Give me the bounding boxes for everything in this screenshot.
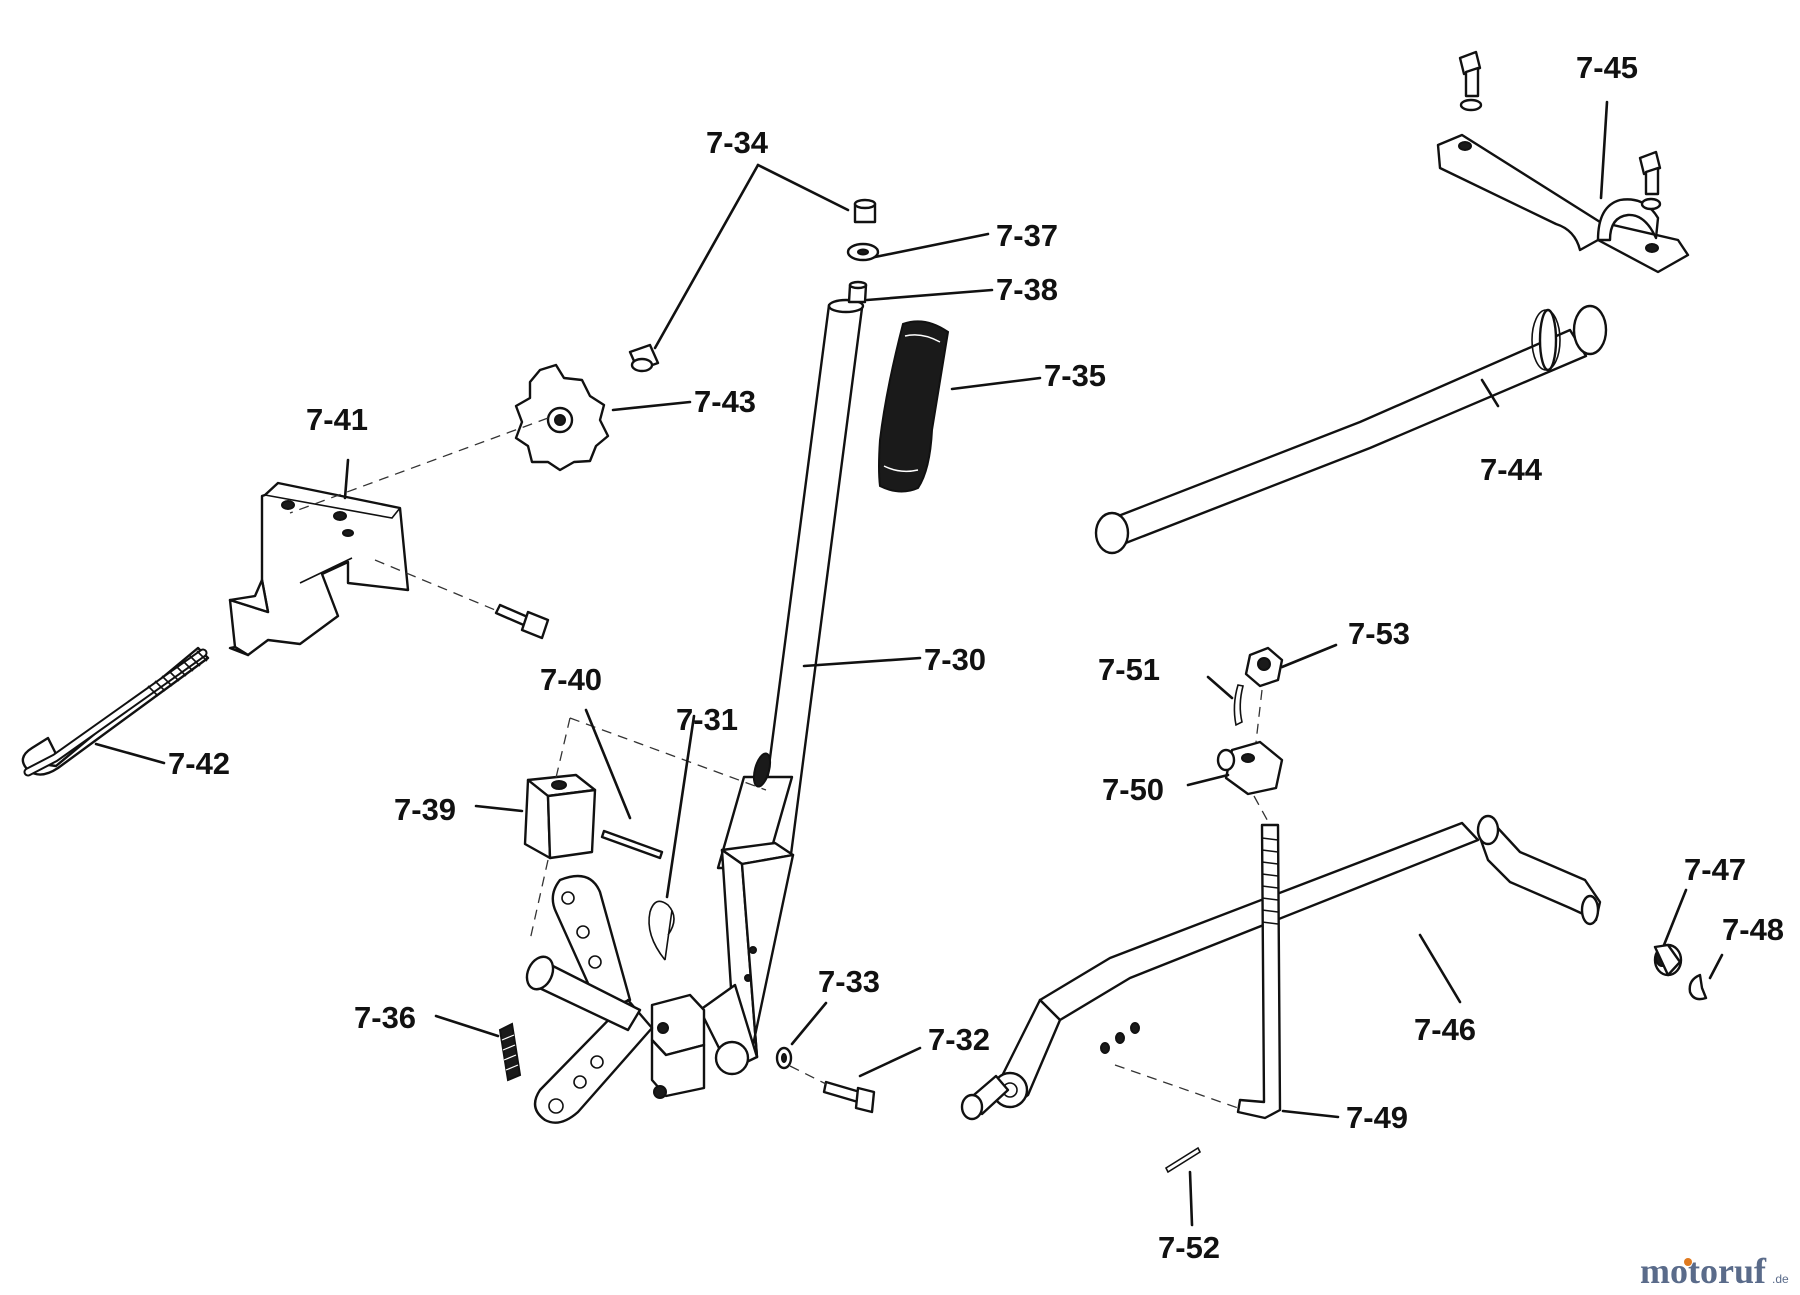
label-7-45: 7-45 (1576, 50, 1638, 85)
label-7-32: 7-32 (928, 1022, 990, 1057)
washer-7-33-part (775, 1046, 793, 1070)
label-7-49: 7-49 (1346, 1100, 1408, 1135)
label-7-36: 7-36 (354, 1000, 416, 1035)
strap-bracket-part (1436, 50, 1690, 274)
label-7-37: 7-37 (996, 218, 1058, 253)
nut-part (1244, 646, 1284, 688)
assembly-lines (289, 417, 1271, 1109)
label-7-48: 7-48 (1722, 912, 1784, 947)
cotter-pin-7-52-part (1164, 1146, 1202, 1174)
label-7-52: 7-52 (1158, 1230, 1220, 1265)
label-7-39: 7-39 (394, 792, 456, 827)
label-7-35: 7-35 (1044, 358, 1106, 393)
star-knob-part (514, 363, 610, 472)
bolt-7-32-part (822, 1080, 876, 1114)
e-clip-part (1688, 973, 1708, 1001)
bushing-top-part (853, 198, 877, 224)
part-labels: 7-34 7-37 7-38 7-35 7-43 7-41 7-42 7-30 … (168, 50, 1784, 1265)
bushing-7-47-part (1653, 943, 1683, 977)
label-7-51: 7-51 (1098, 652, 1160, 687)
spring-part (498, 1022, 522, 1082)
washer-7-37-part (846, 242, 880, 262)
label-7-30: 7-30 (924, 642, 986, 677)
pin-7-38-part (847, 280, 868, 304)
block-7-39-part (523, 773, 597, 860)
watermark-suffix: .de (1772, 1272, 1789, 1286)
l-rod-part (1236, 823, 1282, 1120)
label-7-46: 7-46 (1414, 1012, 1476, 1047)
label-7-44: 7-44 (1480, 452, 1543, 487)
label-7-53: 7-53 (1348, 616, 1410, 651)
handle-grip-part (878, 320, 950, 493)
label-7-33: 7-33 (818, 964, 880, 999)
watermark-logo: motoruf .de (1640, 1251, 1789, 1291)
cross-shaft-part (960, 814, 1602, 1121)
label-7-34: 7-34 (706, 125, 769, 160)
curved-shaft-part (1094, 304, 1608, 555)
label-7-42: 7-42 (168, 746, 230, 781)
label-7-47: 7-47 (1684, 852, 1746, 887)
lift-arm-plates-part (525, 874, 654, 1124)
hairpin-clip-part (648, 900, 675, 961)
watermark-accent-dot (1684, 1258, 1692, 1266)
swivel-part (1216, 740, 1284, 796)
bracket-bolt-part (494, 603, 550, 640)
cotter-pin-7-51-part (1233, 684, 1244, 727)
bracket-part (228, 481, 410, 657)
lift-lever-part (698, 298, 865, 1076)
label-7-38: 7-38 (996, 272, 1058, 307)
label-7-41: 7-41 (306, 402, 368, 437)
label-7-43: 7-43 (694, 384, 756, 419)
pin-7-40-part (600, 829, 664, 860)
label-7-40: 7-40 (540, 662, 602, 697)
watermark-brand: motoruf (1640, 1251, 1767, 1291)
leader-lines (94, 100, 1724, 1227)
bushing-lower-part (628, 343, 660, 373)
label-7-50: 7-50 (1102, 772, 1164, 807)
label-7-31: 7-31 (676, 702, 738, 737)
threaded-rod-part (21, 646, 210, 777)
clamp-block-part (650, 993, 706, 1099)
